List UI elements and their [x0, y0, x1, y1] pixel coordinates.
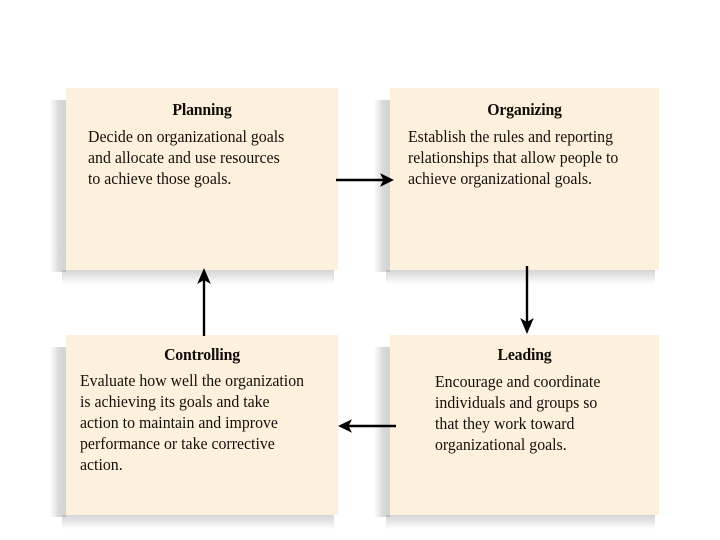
- node-organizing: Organizing Establish the rules and repor…: [390, 88, 659, 270]
- node-planning-title: Planning: [172, 100, 232, 119]
- node-organizing-body: Establish the rules and reporting relati…: [408, 127, 619, 188]
- box-shadow-leading: [374, 347, 390, 517]
- node-planning-body: Decide on organizational goals and alloc…: [88, 127, 285, 188]
- box-shadow-organizing: [374, 100, 390, 272]
- node-organizing-title: Organizing: [487, 100, 562, 119]
- node-leading-body: Encourage and coordinate individuals and…: [435, 372, 601, 454]
- box-shadow-bottom-planning: [62, 270, 334, 284]
- node-controlling-body: Evaluate how well the organization is ac…: [80, 371, 305, 474]
- node-controlling-title: Controlling: [164, 345, 240, 364]
- arrow-controlling-to-planning-icon: [197, 268, 211, 336]
- arrow-organizing-to-leading-icon: [520, 266, 534, 334]
- node-planning: Planning Decide on organizational goals …: [66, 88, 338, 270]
- box-shadow-bottom-leading: [386, 515, 655, 529]
- node-leading: Leading Encourage and coordinate individ…: [390, 335, 659, 515]
- box-shadow-bottom-organizing: [386, 270, 655, 284]
- node-leading-title: Leading: [497, 345, 552, 364]
- box-shadow-planning: [50, 100, 66, 272]
- arrow-leading-to-controlling-icon: [338, 419, 396, 433]
- box-shadow-controlling: [50, 347, 66, 517]
- box-shadow-bottom-controlling: [62, 515, 334, 529]
- node-controlling: Controlling Evaluate how well the organi…: [66, 335, 338, 515]
- arrow-planning-to-organizing-icon: [336, 173, 394, 187]
